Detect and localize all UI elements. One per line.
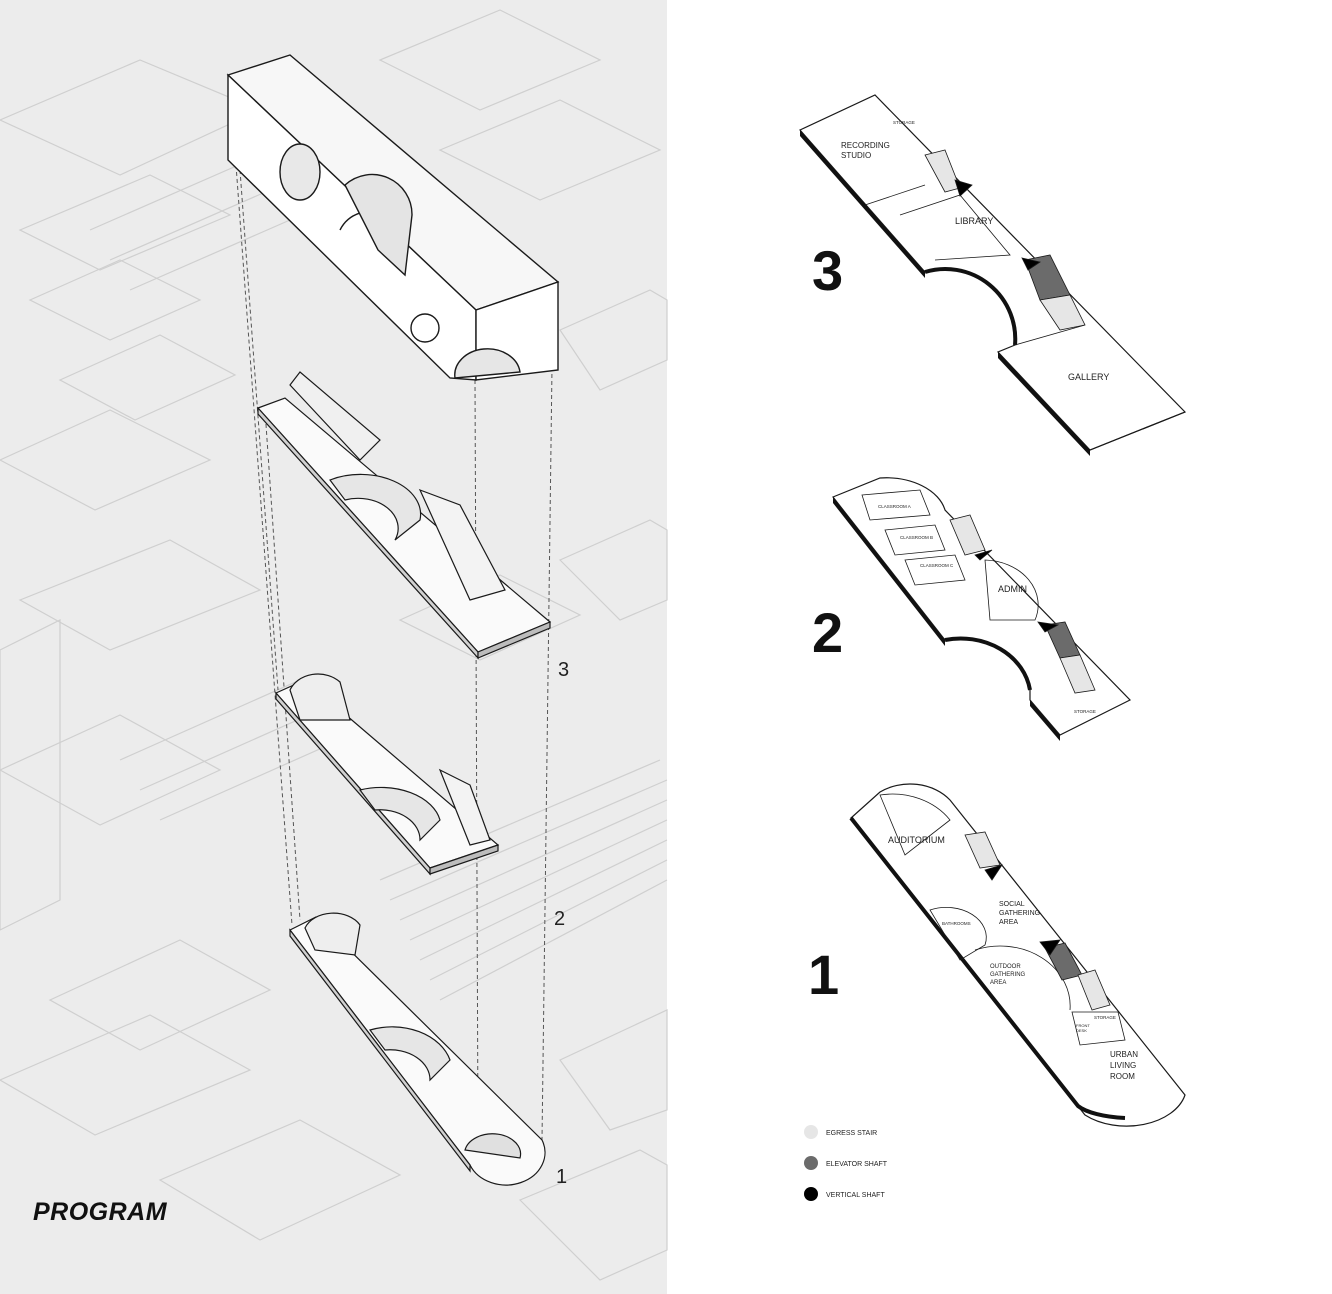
plan1-outdoor-line3: AREA [990, 980, 1006, 986]
plan3-number: 3 [812, 239, 843, 302]
floor-plan-2: CLASSROOM A CLASSROOM B CLASSROOM C ADMI… [812, 477, 1132, 741]
plan2-storage: STORAGE [1074, 709, 1096, 714]
plan1-urban-line2: LIVING [1110, 1061, 1136, 1070]
legend: EGRESS STAIR ELEVATOR SHAFT VERTICAL SHA… [804, 1125, 888, 1201]
program-title: PROGRAM [33, 1198, 168, 1226]
building-envelope [226, 54, 560, 381]
plan1-number: 1 [808, 943, 839, 1006]
envelope-cut-opening [344, 173, 413, 277]
plan2-classroom-a: CLASSROOM A [878, 504, 911, 509]
axon-level-3 [256, 371, 552, 660]
plan1-front-desk-line1: FRONT [1076, 1023, 1090, 1028]
plan3-gallery: GALLERY [1068, 372, 1109, 382]
envelope-base-arch [454, 348, 521, 379]
plan1-urban-line3: ROOM [1110, 1072, 1135, 1081]
floor-plan-1: AUDITORIUM SOCIAL GATHERING AREA BATHROO… [808, 783, 1186, 1127]
plan1-bathrooms: BATHROOMS [942, 921, 971, 926]
axon-level-label-2: 2 [554, 908, 565, 930]
axon-panel: 3 2 1 [0, 0, 668, 1294]
envelope-window-oval [279, 143, 321, 201]
legend-label-egress: EGRESS STAIR [826, 1130, 877, 1137]
plan2-partitions [861, 489, 1096, 694]
plan2-classroom-c: CLASSROOM C [920, 563, 954, 568]
legend-swatch-vertical [804, 1187, 818, 1201]
plan1-social-line2: GATHERING [999, 910, 1040, 917]
plan2-classroom-b: CLASSROOM B [900, 535, 933, 540]
plan3-storage: STORAGE [893, 120, 915, 125]
plan1-partitions [879, 793, 1126, 1046]
plans-panel: RECORDING STUDIO STORAGE LIBRARY GALLERY… [799, 94, 1187, 1201]
legend-label-vertical: VERTICAL SHAFT [826, 1192, 885, 1199]
plan1-social-line3: AREA [999, 919, 1018, 926]
axon-level-label-1: 1 [556, 1166, 567, 1188]
legend-label-elevator: ELEVATOR SHAFT [826, 1161, 888, 1168]
axon-level-1 [289, 912, 546, 1186]
plan1-outdoor-line1: OUTDOOR [990, 964, 1021, 970]
plan3-recording-studio-line2: STUDIO [841, 151, 871, 160]
plan1-urban-line1: URBAN [1110, 1050, 1138, 1059]
plan2-number: 2 [812, 601, 843, 664]
legend-swatch-elevator [804, 1156, 818, 1170]
plan1-social-line1: SOCIAL [999, 901, 1025, 908]
axon-level-label-3: 3 [558, 659, 569, 681]
plan1-outdoor-line2: GATHERING [990, 972, 1026, 978]
plan1-front-desk-line2: DESK [1076, 1028, 1087, 1033]
projection-lines [235, 164, 554, 1141]
legend-swatch-egress [804, 1125, 818, 1139]
axon-level-2 [275, 673, 500, 876]
plan1-storage: STORAGE [1094, 1015, 1116, 1020]
plan1-auditorium: AUDITORIUM [888, 835, 945, 845]
envelope-window-round [410, 313, 440, 343]
floor-plan-3: RECORDING STUDIO STORAGE LIBRARY GALLERY… [799, 94, 1187, 456]
plan3-partitions [864, 149, 1086, 346]
city-context [0, 9, 668, 1281]
plan3-recording-studio-line1: RECORDING [841, 141, 890, 150]
plan2-admin: ADMIN [998, 584, 1027, 594]
plan3-library: LIBRARY [955, 216, 993, 226]
